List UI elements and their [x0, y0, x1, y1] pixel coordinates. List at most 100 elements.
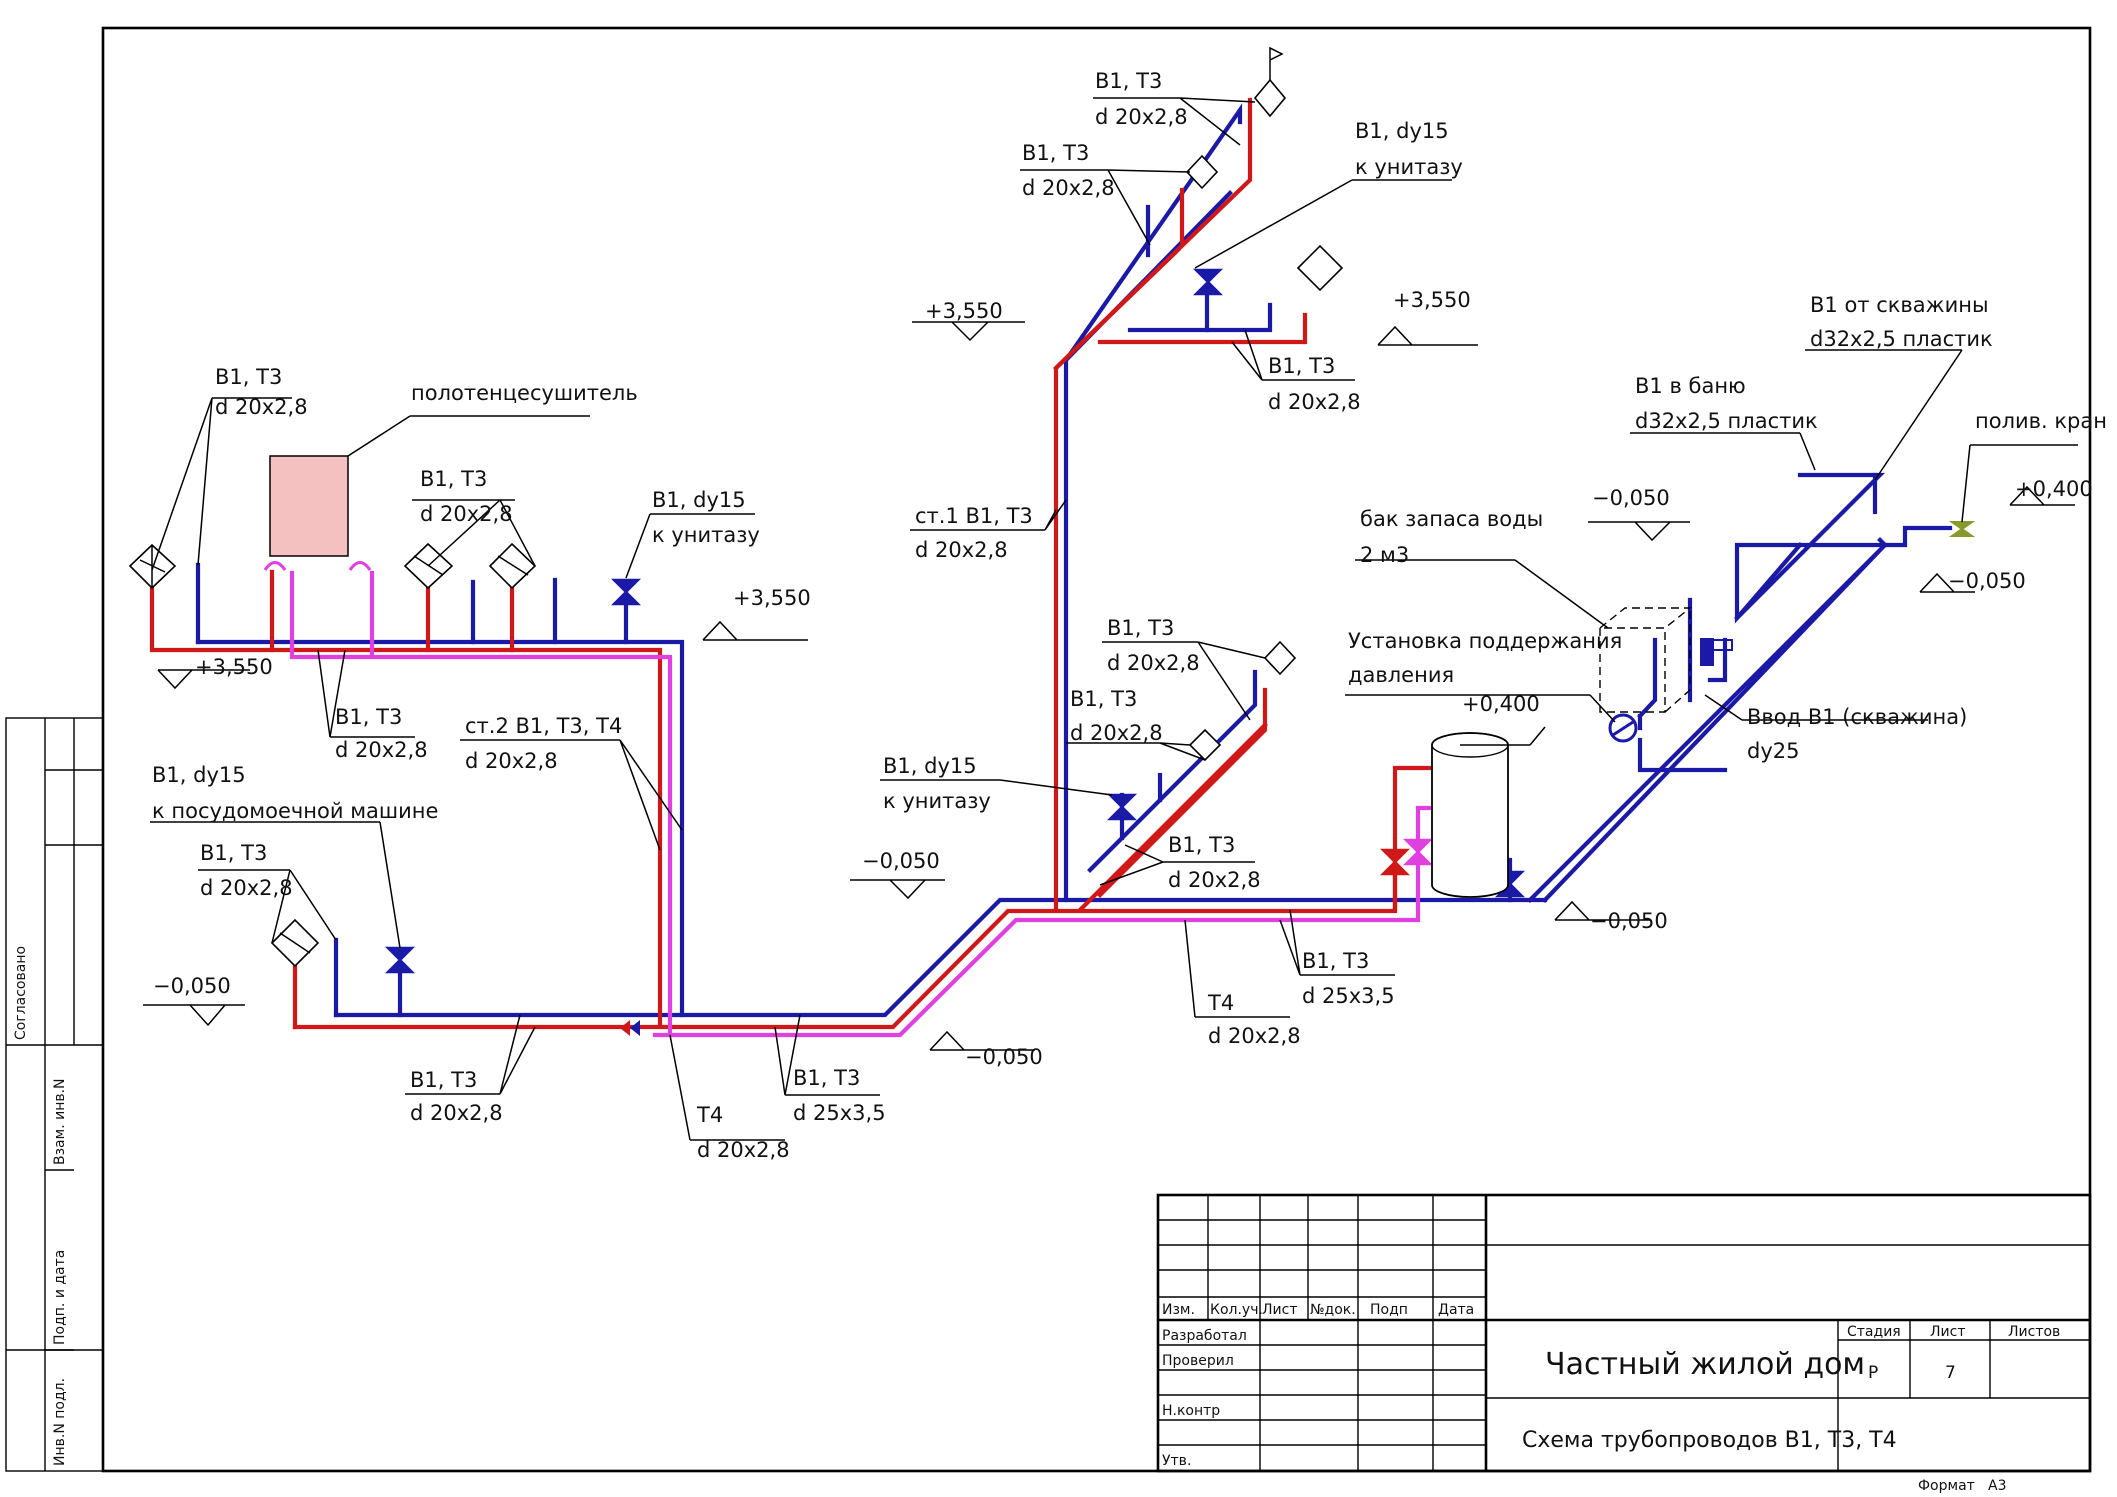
tb-sheet-value: 7 — [1945, 1363, 1956, 1383]
label-bottom-right-t4: T4 — [1207, 991, 1234, 1015]
label-riser1-d: d 20x2,8 — [915, 538, 1008, 562]
label-mid-right-b1t3-1: B1, T3 — [1107, 616, 1174, 640]
label-top-wc-dest: к унитазу — [1355, 155, 1463, 179]
leaders — [150, 97, 2078, 1141]
mixer-icon — [488, 542, 537, 590]
label-bottom-right-d: d 25x3,5 — [1302, 984, 1395, 1008]
label-left-d-top: d 20x2,8 — [215, 395, 308, 419]
label-left-b1t3-top: B1, T3 — [215, 365, 282, 389]
pump-icon — [1608, 713, 1638, 743]
label-inlet: Ввод B1 (скважина) — [1747, 705, 1967, 729]
mixer-icon — [1253, 46, 1287, 118]
valve-icon — [384, 946, 416, 974]
label-elev-bottom-mid: −0,050 — [965, 1045, 1043, 1069]
label-bottom-d-2: d 25x3,5 — [793, 1101, 886, 1125]
label-bottom-t4: T4 — [696, 1103, 723, 1127]
label-mid-d: d 20x2,8 — [420, 502, 513, 526]
label-under-b1t3: B1, T3 — [335, 705, 402, 729]
label-lower-left-d: d 20x2,8 — [200, 876, 293, 900]
label-bottom-b1t3-1: B1, T3 — [410, 1068, 477, 1092]
label-lower-mid-b1t3: B1, T3 — [1168, 833, 1235, 857]
label-bath-b1: B1 в баню — [1635, 374, 1746, 398]
tb-sheets-header: Листов — [2008, 1324, 2060, 1340]
label-elev-heater: +0,400 — [1462, 692, 1540, 716]
towel-dryer — [269, 455, 349, 557]
mixer-icon — [1188, 728, 1222, 762]
label-bath-pipe: d32x2,5 пластик — [1635, 409, 1818, 433]
label-elev-top-left: +3,550 — [925, 299, 1003, 323]
label-elev-left-upper-left: +3,550 — [195, 655, 273, 679]
tb-role-approved: Утв. — [1162, 1453, 1191, 1469]
label-well-pipe: d32x2,5 пластик — [1810, 327, 1993, 351]
pipes-cold-water-b1 — [195, 103, 1953, 1018]
label-pressure-unit-2: давления — [1348, 663, 1454, 687]
tb-sheet-header: Лист — [1930, 1324, 1965, 1340]
tb-role-developer: Разработал — [1162, 1328, 1247, 1344]
storage-tank — [1598, 607, 1692, 713]
tb-header-count: Кол.уч. — [1210, 1302, 1263, 1318]
label-elev-right-floor: −0,050 — [1590, 909, 1668, 933]
valve-icon — [1192, 268, 1224, 296]
stamp-replacement-inv: Взам. инв.N — [52, 1078, 68, 1165]
check-valve-icon — [620, 1020, 640, 1036]
label-mid-right-d-1: d 20x2,8 — [1107, 651, 1200, 675]
label-towel-dryer: полотенцесушитель — [411, 381, 638, 405]
label-elev-bath: −0,050 — [1592, 486, 1670, 510]
label-mid-b1t3: B1, T3 — [420, 467, 487, 491]
garden-tap-icon — [1948, 521, 1976, 537]
label-top-wc-b1: B1, dy15 — [1355, 119, 1449, 143]
water-heater — [1431, 732, 1509, 898]
label-mid-right-b1t3-2: B1, T3 — [1070, 687, 1137, 711]
labels: B1, T3 d 20x2,8 полотенцесушитель B1, T3… — [152, 69, 2107, 1162]
title-block — [1156, 1193, 2092, 1473]
stamp-original-inv: Инв.N подл. — [52, 1378, 68, 1466]
towel-dryer-connectors-icon — [263, 561, 372, 571]
label-top-d-1: d 20x2,8 — [1095, 105, 1188, 129]
sheet-frame — [5, 26, 2092, 1473]
label-elev-top-right: +3,550 — [1393, 288, 1471, 312]
label-dish-b1: B1, dy15 — [152, 763, 246, 787]
label-well-b1: B1 от скважины — [1810, 293, 1989, 317]
label-left-wc-dest: к унитазу — [652, 523, 760, 547]
label-bottom-d-1: d 20x2,8 — [410, 1101, 503, 1125]
label-mid-wc-dest: к унитазу — [883, 789, 991, 813]
pipes-recirculation-t4 — [289, 570, 1433, 1038]
valves — [384, 268, 1976, 1036]
valve-icon — [1379, 848, 1411, 876]
label-left-wc-b1: B1, dy15 — [652, 488, 746, 512]
label-bottom-b1t3-2: B1, T3 — [793, 1066, 860, 1090]
tb-header-doc: №док. — [1310, 1302, 1356, 1318]
tb-header-change: Изм. — [1162, 1302, 1195, 1318]
label-tank-volume: 2 м3 — [1360, 543, 1409, 567]
label-tap: полив. кран — [1975, 409, 2107, 433]
tb-project-name: Частный жилой дом — [1545, 1347, 1865, 1382]
label-elev-left-upper-right: +3,550 — [733, 586, 811, 610]
tb-role-norm-control: Н.контр — [1162, 1403, 1220, 1419]
title-block-text: Изм. Кол.уч. Лист №док. Подп Дата Разраб… — [1162, 1302, 2060, 1494]
mixer-icon — [270, 918, 320, 968]
tb-role-checker: Проверил — [1162, 1353, 1234, 1369]
label-pressure-unit-1: Установка поддержания — [1348, 629, 1622, 653]
label-top-b1t3-1: B1, T3 — [1095, 69, 1162, 93]
label-tank: бак запаса воды — [1360, 507, 1543, 531]
label-lower-mid-d: d 20x2,8 — [1168, 868, 1261, 892]
label-elev-tap-lower: −0,050 — [1948, 569, 2026, 593]
mixer-icon — [1263, 640, 1297, 676]
label-elev-lower-left: −0,050 — [153, 974, 231, 998]
label-riser2: ст.2 B1, T3, T4 — [465, 714, 622, 738]
label-dish-dest: к посудомоечной машине — [152, 799, 438, 823]
valve-icon — [1402, 838, 1434, 866]
mixer-icon — [1296, 244, 1344, 292]
stamp-agreed: Согласовано — [13, 946, 29, 1040]
tb-sheet-title: Схема трубопроводов B1, T3, T4 — [1522, 1428, 1897, 1453]
label-inlet-dy: dy25 — [1747, 739, 1799, 763]
tb-stage-header: Стадия — [1847, 1324, 1901, 1340]
label-lower-left-b1t3: B1, T3 — [200, 841, 267, 865]
label-elev-tap: +0,400 — [2015, 477, 2093, 501]
label-elev-mid-left: −0,050 — [862, 849, 940, 873]
label-mid-right-d-2: d 20x2,8 — [1070, 721, 1163, 745]
tb-header-date: Дата — [1438, 1302, 1474, 1318]
label-under-d: d 20x2,8 — [335, 738, 428, 762]
fixtures — [128, 46, 1344, 968]
elevation-marks — [143, 321, 2075, 1051]
